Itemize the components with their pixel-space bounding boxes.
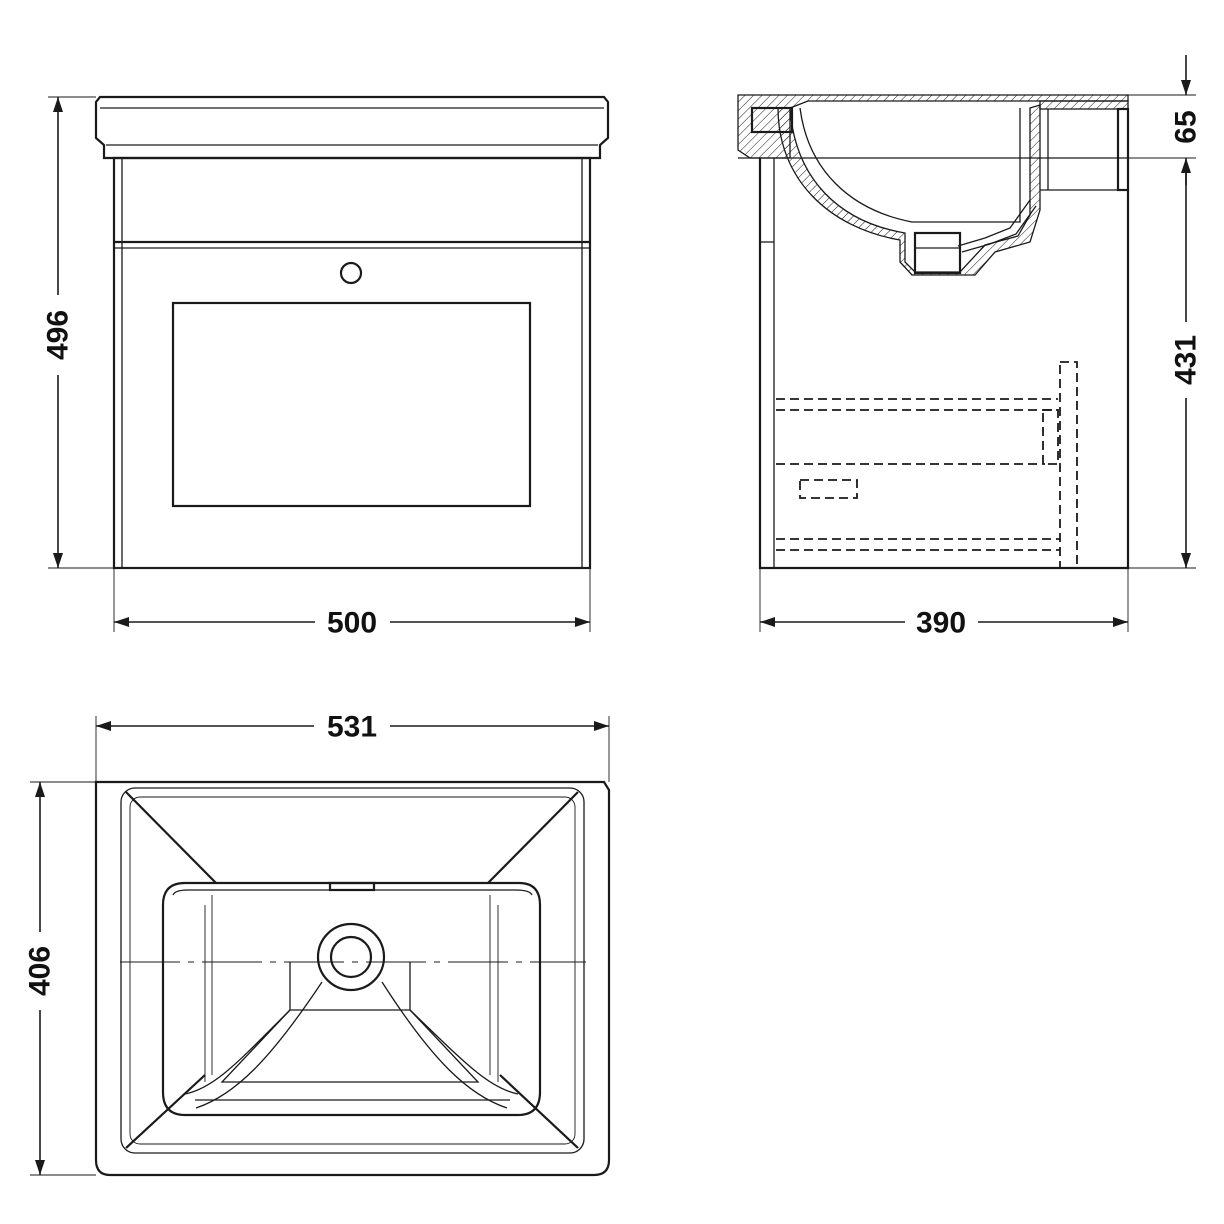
side-cabinet-body bbox=[758, 158, 1130, 570]
top-waste-inner bbox=[329, 935, 373, 979]
front-view bbox=[94, 95, 610, 570]
top-basin-outline bbox=[94, 780, 611, 1177]
top-width-label: 531 bbox=[327, 711, 377, 744]
side-basin-bowl bbox=[777, 104, 1041, 276]
front-width-label: 500 bbox=[327, 607, 377, 640]
drawer-knob bbox=[339, 261, 363, 285]
side-height-dimension: 431 bbox=[1128, 160, 1203, 569]
top-basin-bowl bbox=[161, 881, 542, 1117]
side-depth-label: 390 bbox=[916, 607, 966, 640]
side-basin-height-label: 65 bbox=[1170, 110, 1203, 143]
side-view bbox=[737, 94, 1130, 570]
side-depth-dimension: 390 bbox=[759, 568, 1129, 640]
front-cabinet-body bbox=[112, 156, 592, 570]
drawer-panel bbox=[171, 301, 532, 508]
top-view bbox=[94, 780, 611, 1177]
front-height-dimension: 496 bbox=[42, 96, 114, 569]
front-height-label: 496 bbox=[42, 310, 75, 360]
front-width-dimension: 500 bbox=[113, 568, 591, 640]
front-basin-top bbox=[94, 95, 610, 160]
top-depth-label: 406 bbox=[24, 946, 57, 996]
top-waste-outer bbox=[316, 922, 386, 992]
top-width-dimension: 531 bbox=[95, 711, 610, 782]
top-depth-dimension: 406 bbox=[24, 781, 96, 1176]
side-basin-height-dimension: 65 bbox=[1128, 55, 1203, 185]
side-drawer-hidden-lines bbox=[776, 361, 1078, 569]
side-height-label: 431 bbox=[1170, 335, 1203, 385]
